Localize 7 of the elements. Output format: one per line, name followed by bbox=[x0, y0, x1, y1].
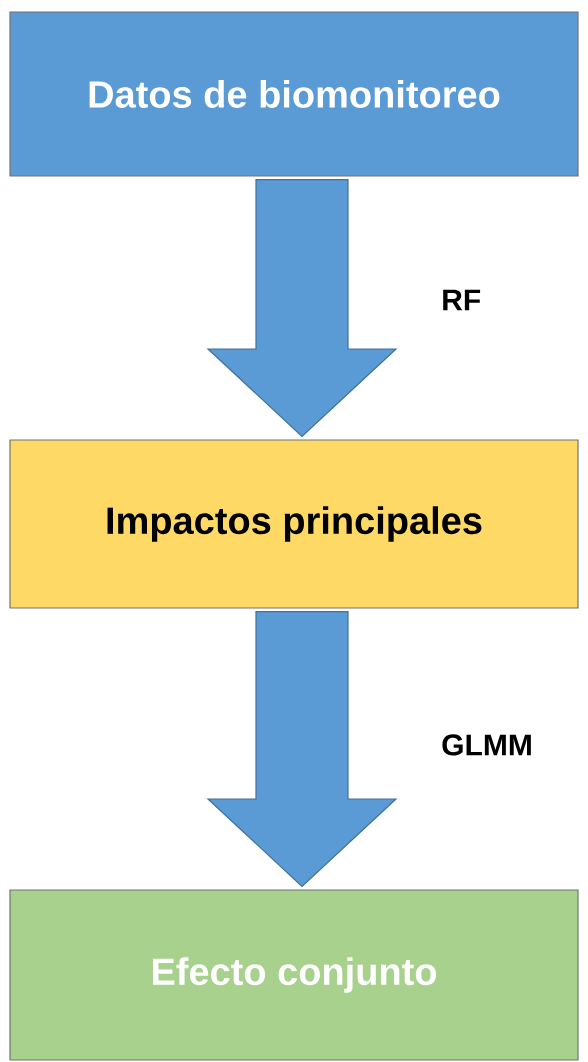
process-box: Efecto conjunto bbox=[9, 889, 579, 1061]
block-arrow bbox=[206, 179, 398, 438]
process-box: Impactos principales bbox=[9, 439, 579, 609]
edge-label: RF bbox=[443, 289, 481, 311]
block-arrow bbox=[206, 611, 398, 888]
process-box: Datos de biomonitoreo bbox=[9, 11, 579, 177]
edge-label: GLMM bbox=[442, 734, 531, 756]
